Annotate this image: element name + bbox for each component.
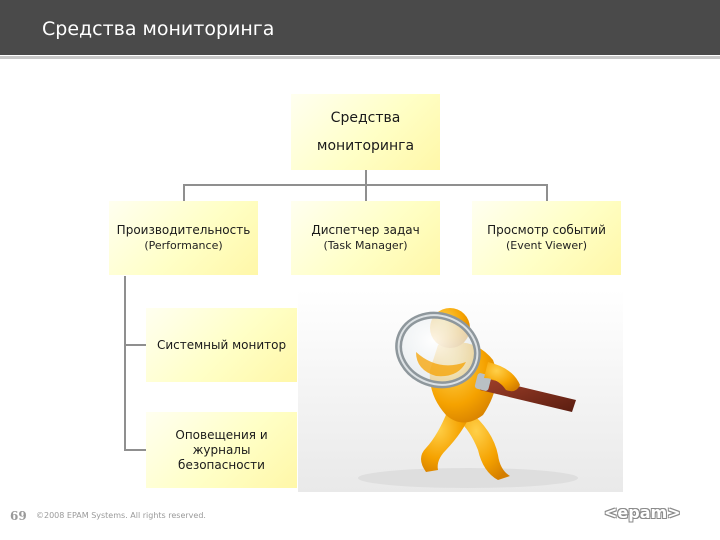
figure-leg-back (458, 410, 510, 480)
node-label: Системный монитор (156, 337, 287, 352)
page-number: 69 (10, 509, 27, 523)
root-node: Средства мониторинга (291, 94, 440, 170)
node-label: Диспетчер задач (311, 223, 420, 237)
magnifier-person-illustration (298, 290, 623, 492)
shadow (358, 468, 578, 488)
copyright-notice: ©2008 EPAM Systems. All rights reserved. (36, 511, 206, 520)
connector-to-alerts-logs (124, 449, 146, 451)
connector-performance-vertical (124, 276, 126, 450)
node-label-line3: безопасности (178, 457, 265, 472)
title-divider (0, 56, 720, 59)
connector-to-system-monitor (124, 344, 146, 346)
node-event-viewer: Просмотр событий (Event Viewer) (472, 201, 621, 275)
node-label-line2: журналы (192, 442, 251, 457)
node-label: Производительность (116, 223, 251, 237)
node-task-manager: Диспетчер задач (Task Manager) (291, 201, 440, 275)
epam-logo: <epam> (604, 503, 681, 522)
node-system-monitor: Системный монитор (146, 308, 297, 382)
node-sublabel: (Event Viewer) (506, 239, 587, 252)
root-label-line2: мониторинга (316, 138, 415, 154)
slide-title: Средства мониторинга (42, 18, 275, 40)
title-bar: Средства мониторинга (0, 0, 720, 55)
node-alerts-logs: Оповещения и журналы безопасности (146, 412, 297, 488)
connector-to-event-viewer (546, 184, 548, 201)
node-sublabel: (Performance) (144, 239, 223, 252)
connector-root-down (365, 170, 367, 185)
figure-arm (484, 362, 520, 392)
figure-leg-front (421, 410, 470, 472)
magnified-body (416, 352, 466, 377)
node-label: Просмотр событий (487, 223, 606, 237)
connector-to-performance (183, 184, 185, 201)
magnifier-rim-highlight (397, 314, 479, 386)
node-label-line1: Оповещения и (175, 427, 268, 442)
node-performance: Производительность (Performance) (109, 201, 258, 275)
connector-to-task-manager (365, 184, 367, 201)
node-sublabel: (Task Manager) (323, 239, 408, 252)
root-label-line1: Средства (330, 110, 401, 126)
